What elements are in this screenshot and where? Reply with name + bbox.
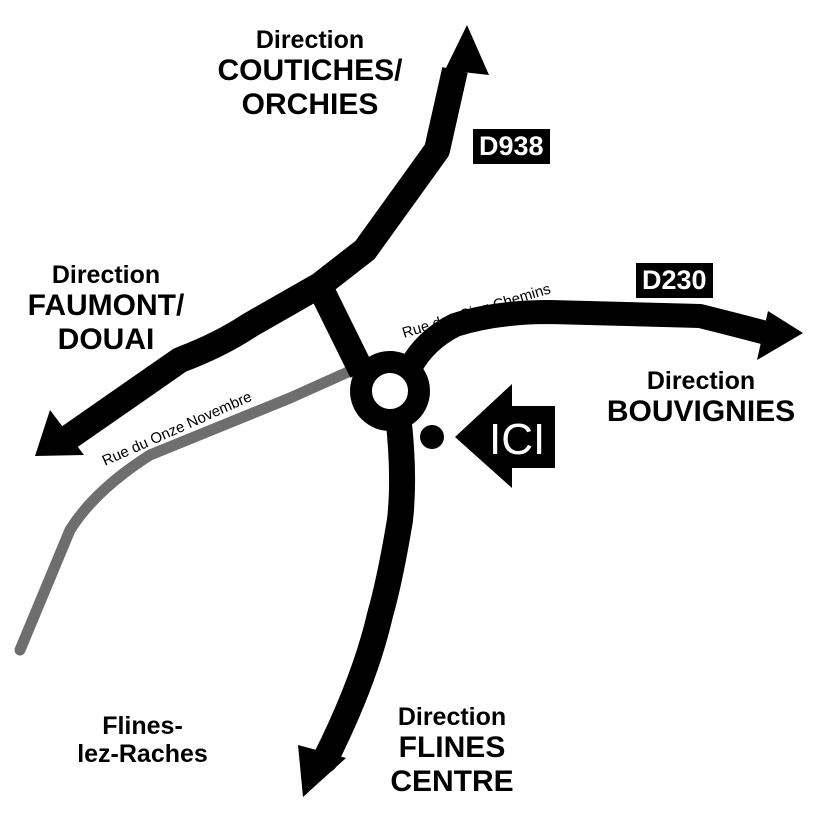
place-name: COUTICHES/: [217, 54, 403, 87]
minor-road-onze-novembre: [14, 366, 354, 656]
place-name: DOUAI: [57, 322, 155, 356]
direction-word: Direction: [397, 703, 507, 731]
road-flines-centre: [312, 402, 416, 773]
direction-word: Direction: [51, 261, 161, 289]
town-label-flines-lez-raches: Flines- lez-Raches: [60, 712, 225, 768]
arrow-north-coutiches: [445, 25, 489, 75]
place-name: CENTRE: [390, 764, 514, 798]
town-name-line2: lez-Raches: [77, 740, 208, 768]
direction-label-flines-centre: Direction FLINES CENTRE: [362, 703, 542, 798]
direction-label-coutiches: Direction COUTICHES/ ORCHIES: [195, 26, 425, 121]
place-name: FAUMONT/: [27, 289, 185, 322]
direction-label-faumont: Direction FAUMONT/ DOUAI: [8, 261, 204, 356]
roundabout: [350, 351, 430, 431]
direction-word: Direction: [646, 367, 756, 395]
ici-label: ICI: [489, 415, 545, 464]
arrow-west-faumont: [35, 410, 84, 456]
road-badge-d230: D230: [636, 263, 713, 299]
road-spur-to-roundabout: [308, 281, 374, 378]
arrow-east-bouvignies: [757, 311, 803, 360]
arrow-south-flines: [298, 745, 346, 797]
road-d938: [57, 67, 468, 451]
direction-word: Direction: [255, 26, 365, 54]
road-badge-d938: D938: [473, 129, 550, 165]
location-dot: [420, 425, 444, 449]
direction-label-bouvignies: Direction BOUVIGNIES: [585, 367, 817, 429]
ici-arrow-marker: [455, 384, 555, 488]
place-name: ORCHIES: [241, 87, 379, 121]
place-name: FLINES: [398, 731, 506, 764]
place-name: BOUVIGNIES: [606, 395, 796, 428]
town-name-line1: Flines-: [102, 712, 183, 740]
road-d230: [398, 300, 782, 380]
